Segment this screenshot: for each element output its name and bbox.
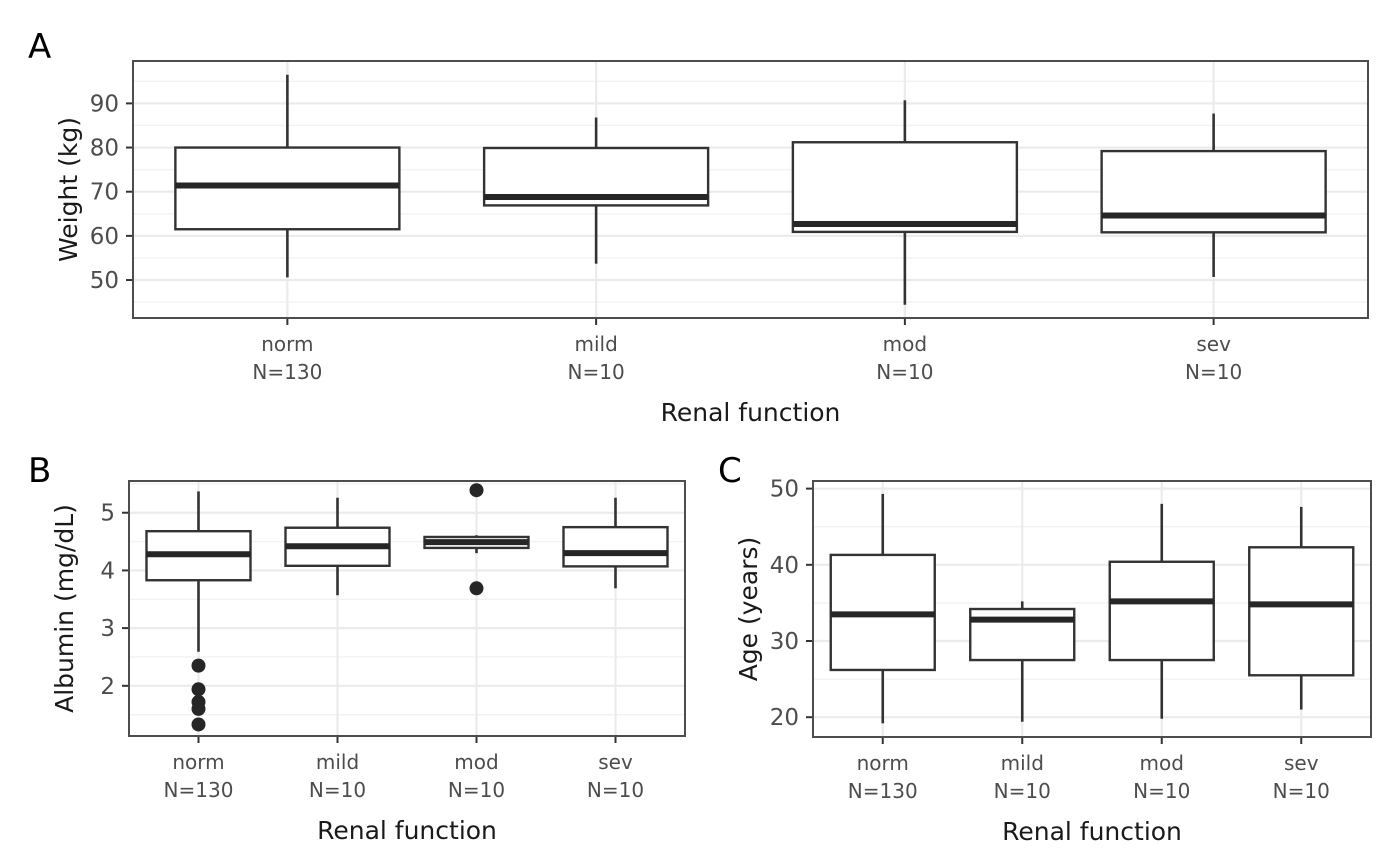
x-axis-title: Renal function: [661, 398, 841, 427]
panel-border: [812, 480, 1372, 738]
x-tick-label-mod: mod: [454, 750, 498, 774]
boxplot-sev: [1248, 506, 1355, 710]
x-axis-title: Renal function: [317, 816, 497, 845]
x-tick-count-norm: N=130: [252, 360, 322, 384]
x-tick-label-mod: mod: [1140, 751, 1184, 775]
y-tick-label: 50: [770, 477, 799, 503]
panel-tag-b: B: [28, 451, 51, 491]
y-tick-label: 60: [90, 224, 119, 250]
y-tick-label: 20: [770, 705, 799, 731]
boxplot-norm: [174, 74, 401, 278]
x-tick-label-mild: mild: [316, 750, 359, 774]
box-iqr: [969, 607, 1076, 662]
y-tick-label: 5: [100, 501, 115, 527]
box-iqr: [1100, 149, 1327, 234]
outlier-point: [191, 658, 206, 673]
boxplot-mod: [791, 100, 1019, 305]
y-tick-label: 30: [770, 629, 799, 655]
box-iqr: [791, 141, 1019, 234]
x-tick-count-sev: N=10: [1273, 779, 1330, 803]
boxplot-norm: [829, 493, 936, 724]
boxplot-sev: [1100, 113, 1327, 277]
x-tick-count-mild: N=10: [994, 779, 1051, 803]
outlier-point: [469, 581, 484, 596]
x-tick-count-mod: N=10: [1133, 779, 1190, 803]
x-tick-label-mod: mod: [883, 332, 927, 356]
outlier-point: [191, 682, 206, 697]
panel-border: [128, 480, 686, 737]
y-tick-label: 4: [100, 558, 115, 584]
y-tick-label: 80: [90, 136, 119, 162]
x-tick-label-norm: norm: [172, 750, 224, 774]
outlier-point: [191, 701, 206, 716]
box-iqr: [1108, 560, 1215, 662]
x-tick-label-norm: norm: [261, 332, 313, 356]
y-tick-label: 3: [100, 616, 115, 642]
x-tick-count-mod: N=10: [876, 360, 933, 384]
x-tick-count-mod: N=10: [448, 778, 505, 802]
x-axis-title: Renal function: [1002, 817, 1182, 846]
plot-background: [129, 481, 685, 736]
y-axis-title: Weight (kg): [54, 117, 83, 262]
x-tick-label-sev: sev: [598, 750, 633, 774]
x-tick-count-norm: N=130: [848, 779, 918, 803]
y-tick-label: 40: [770, 553, 799, 579]
y-axis-title: Albumin (mg/dL): [50, 504, 79, 713]
y-tick-label: 2: [100, 674, 115, 700]
y-tick-label: 50: [90, 268, 119, 294]
boxplot-mild: [284, 497, 391, 596]
boxplot-mod: [423, 483, 530, 596]
boxplot-norm: [145, 491, 252, 732]
y-axis-title: Age (years): [734, 537, 763, 682]
panel-border: [132, 60, 1369, 319]
outlier-point: [469, 483, 484, 498]
x-tick-count-mild: N=10: [309, 778, 366, 802]
x-tick-count-sev: N=10: [587, 778, 644, 802]
x-tick-label-norm: norm: [857, 751, 909, 775]
x-tick-count-norm: N=130: [164, 778, 234, 802]
x-tick-label-mild: mild: [1001, 751, 1044, 775]
boxplot-mod: [1108, 503, 1215, 719]
y-tick-label: 90: [90, 91, 119, 117]
y-tick-label: 70: [90, 180, 119, 206]
boxplot-sev: [562, 497, 669, 589]
boxplot-mild: [969, 601, 1076, 722]
x-tick-count-mild: N=10: [568, 360, 625, 384]
panel-tag-c: C: [718, 451, 742, 491]
panel-tag-a: A: [28, 27, 51, 67]
x-tick-label-mild: mild: [574, 332, 617, 356]
boxplot-mild: [482, 117, 710, 264]
outlier-point: [191, 717, 206, 732]
x-tick-label-sev: sev: [1196, 332, 1231, 356]
x-tick-label-sev: sev: [1284, 751, 1319, 775]
x-tick-count-sev: N=10: [1185, 360, 1242, 384]
box-iqr: [562, 525, 669, 568]
box-iqr: [1248, 546, 1355, 677]
